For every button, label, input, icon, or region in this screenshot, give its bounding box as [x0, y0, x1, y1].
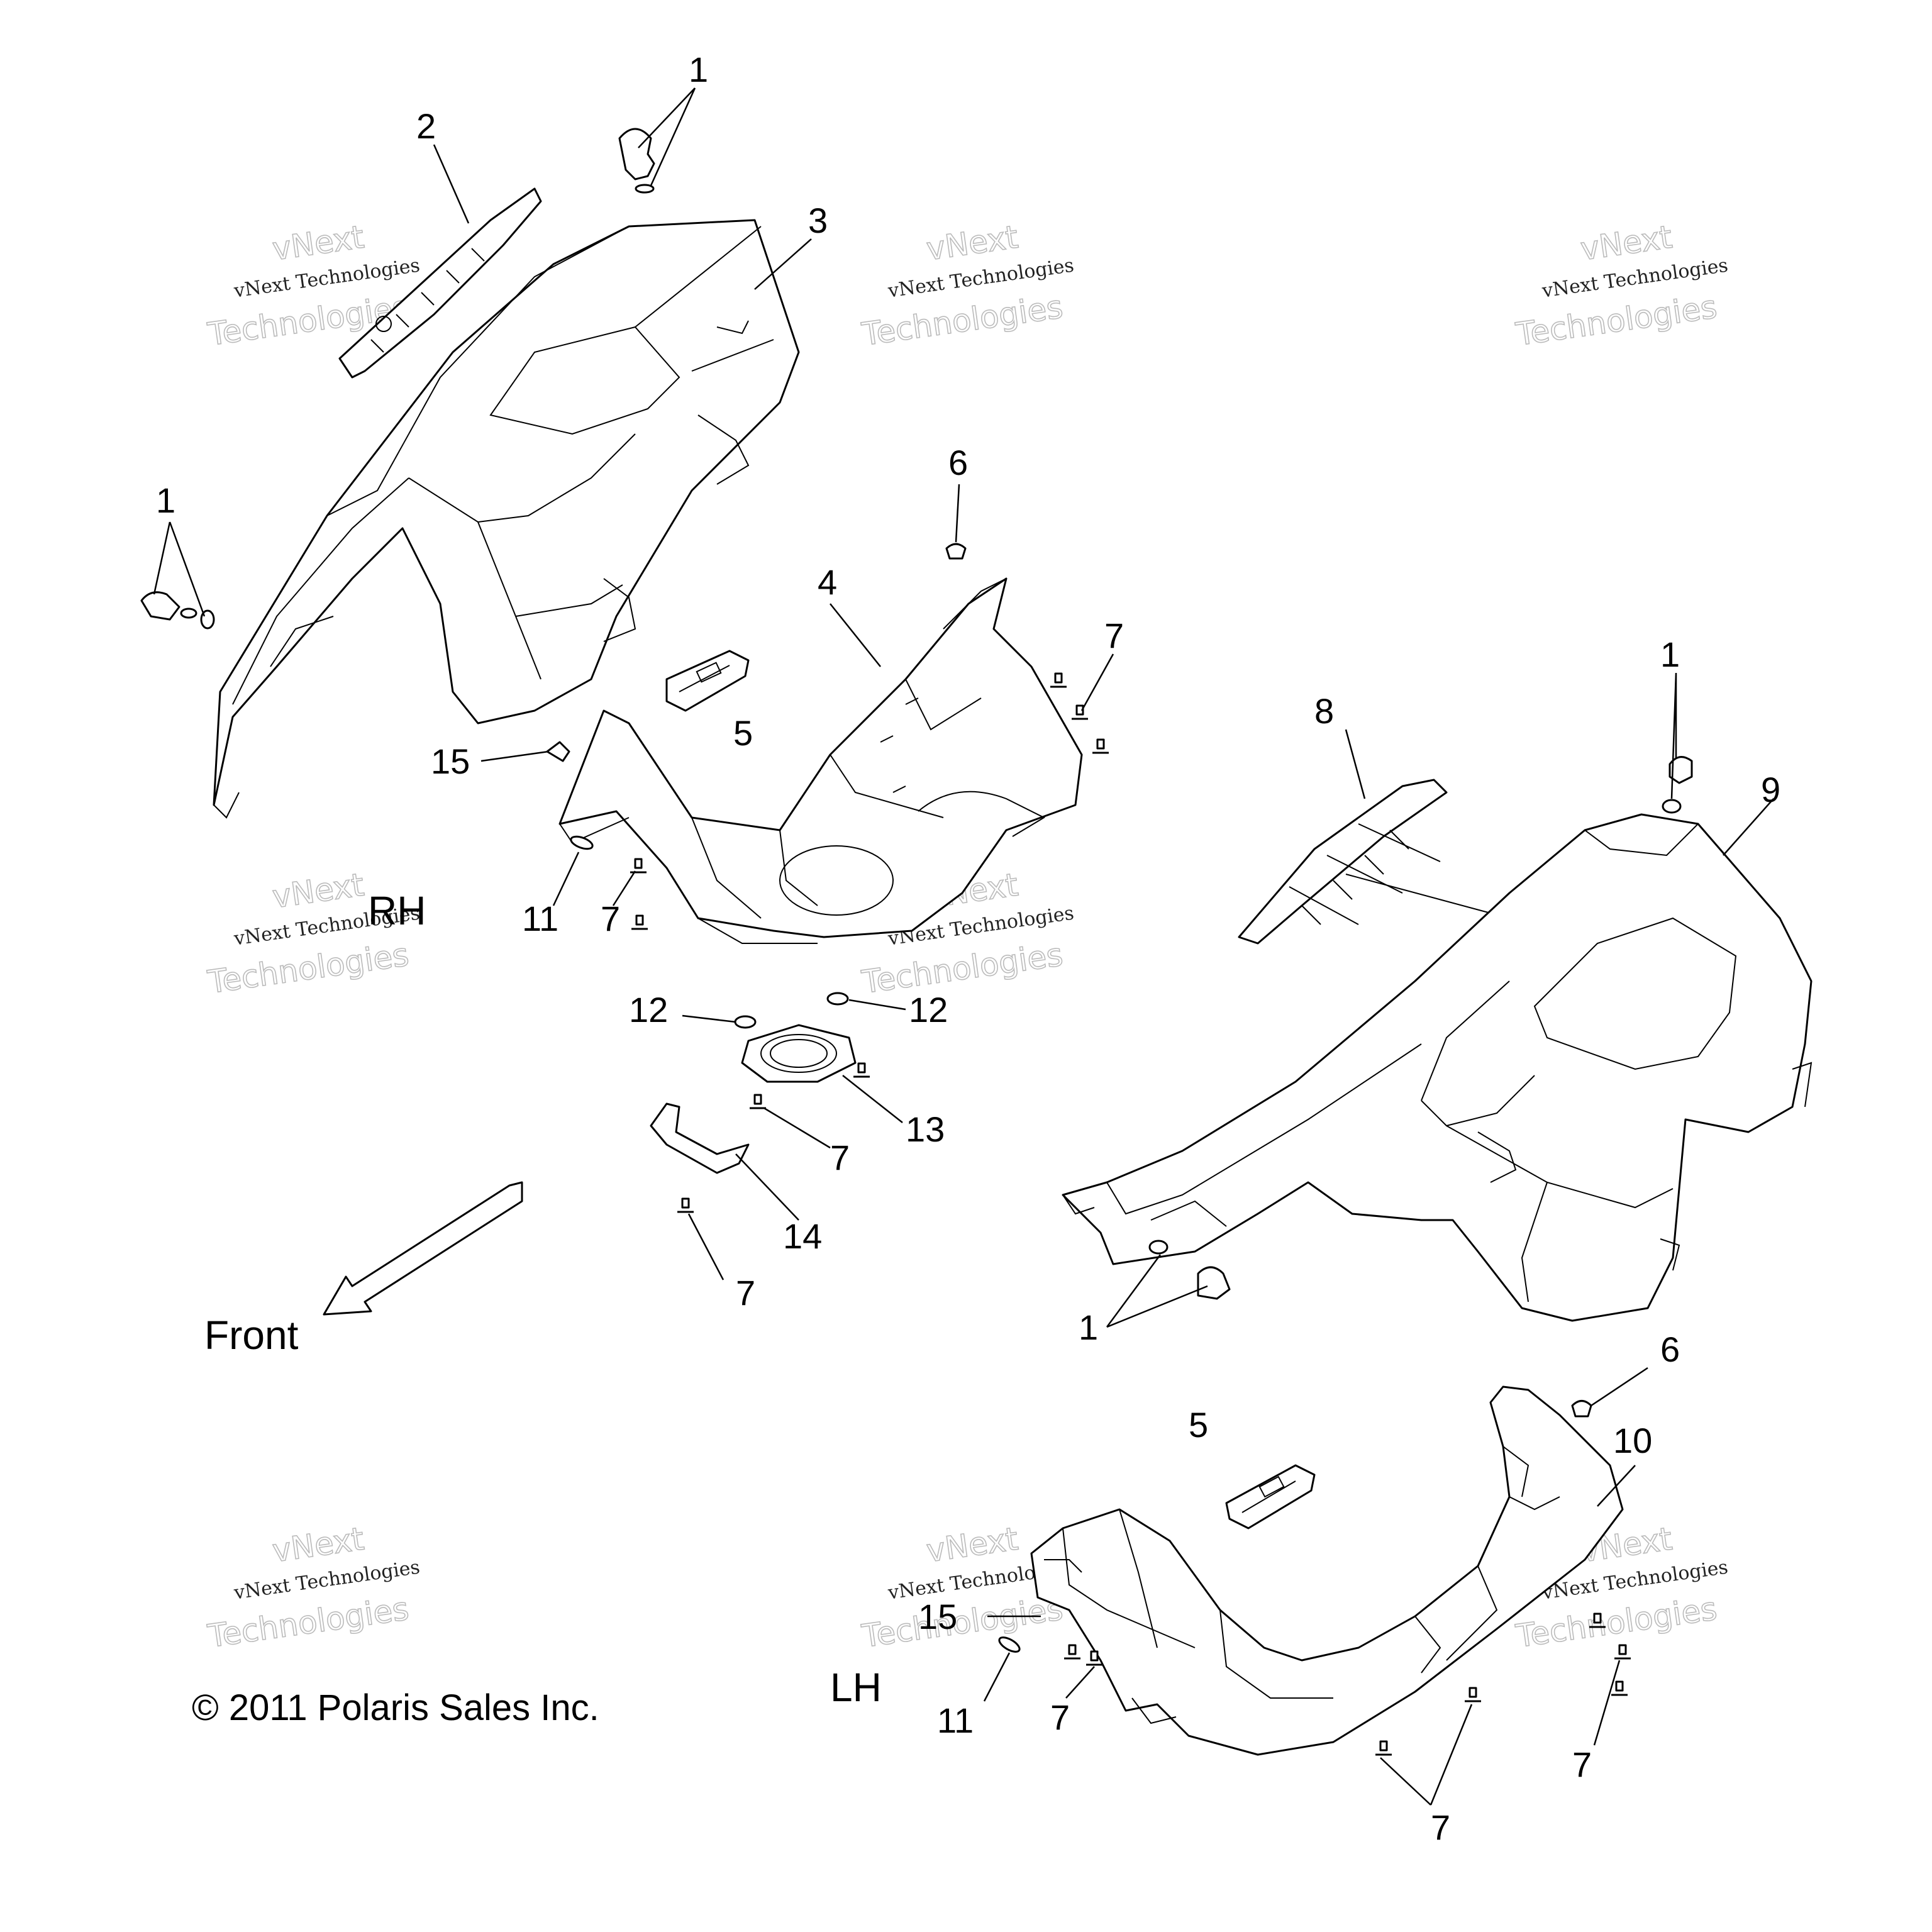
front-direction-arrow [323, 1181, 523, 1316]
part-3-rh-upper-panel [213, 219, 800, 819]
callout-4: 4 [818, 562, 837, 602]
part-10-lh-lower-panel [1030, 1385, 1624, 1756]
part-1-fastener-upper-right [1662, 756, 1693, 814]
callout-9: 9 [1761, 770, 1780, 809]
lh-label: LH [830, 1665, 882, 1710]
copyright-notice: © 2011 Polaris Sales Inc. [192, 1687, 599, 1728]
callout-7: 7 [1431, 1807, 1450, 1847]
part-5-latch-upper [665, 650, 750, 712]
svg-text:vNext: vNext [924, 1521, 1021, 1570]
callout-11: 11 [522, 899, 558, 938]
callout-5: 5 [1189, 1405, 1208, 1445]
callout-2: 2 [416, 106, 436, 146]
callout-7: 7 [1104, 616, 1124, 655]
part-5-latch-lower [1225, 1464, 1316, 1530]
callout-3: 3 [808, 201, 828, 240]
part-9-lh-upper-panel [1062, 813, 1813, 1322]
part-4-rh-lower-panel [558, 577, 1083, 944]
callout-labels: 1 2 3 1 6 4 7 5 15 11 7 12 12 13 7 14 7 … [156, 50, 1780, 1847]
watermark-bottom-left: vNext vNext Technologies Technologies [205, 1520, 421, 1655]
watermark-top-right: vNext vNext Technologies Technologies [1513, 218, 1729, 353]
rh-label: RH [368, 888, 426, 933]
callout-1: 1 [689, 50, 708, 89]
callout-12: 12 [629, 990, 668, 1030]
svg-text:vNext: vNext [270, 1521, 367, 1570]
callout-13: 13 [906, 1109, 945, 1149]
callout-7: 7 [1050, 1697, 1070, 1737]
callout-8: 8 [1314, 691, 1334, 731]
part-15-clip-upper [546, 741, 570, 762]
part-8-vent-grille [1238, 779, 1510, 945]
callout-11: 11 [937, 1701, 974, 1740]
callout-15: 15 [431, 741, 470, 781]
part-6-push-rivet-upper [945, 543, 967, 560]
callout-6: 6 [1660, 1330, 1680, 1369]
callout-1: 1 [156, 480, 175, 520]
part-7-screws-lower [1064, 1613, 1631, 1756]
part-11-clip-upper [570, 835, 594, 850]
svg-text:vNext: vNext [270, 867, 367, 916]
watermark-top-center: vNext vNext Technologies Technologies [859, 218, 1075, 353]
part-11-clip-lower [998, 1636, 1021, 1653]
callout-12: 12 [909, 990, 948, 1030]
callout-1: 1 [1079, 1307, 1098, 1347]
svg-text:vNext: vNext [270, 219, 367, 268]
callout-7: 7 [830, 1138, 850, 1177]
leader-lines [153, 87, 1774, 1806]
callout-15: 15 [918, 1597, 957, 1636]
svg-text:vNext: vNext [924, 219, 1021, 268]
part-14-bracket [650, 1102, 750, 1213]
part-7-screws-upper [630, 672, 1109, 930]
svg-text:vNext: vNext [1579, 219, 1675, 268]
callout-6: 6 [948, 443, 968, 482]
part-1-fastener-top [618, 128, 655, 194]
callout-5: 5 [733, 713, 753, 753]
callout-7: 7 [1572, 1745, 1592, 1784]
callout-1: 1 [1660, 635, 1680, 674]
callout-7: 7 [736, 1273, 755, 1313]
part-12-washers [734, 992, 849, 1029]
callout-7: 7 [601, 899, 620, 938]
callout-10: 10 [1613, 1421, 1652, 1460]
part-13-gauge-bezel [741, 1024, 870, 1109]
callout-14: 14 [783, 1216, 822, 1256]
front-label: Front [204, 1313, 299, 1358]
part-6-push-rivet-lower [1571, 1400, 1592, 1418]
part-1-fastener-lower-right [1148, 1240, 1231, 1300]
part-2-vent-grille [338, 187, 542, 379]
